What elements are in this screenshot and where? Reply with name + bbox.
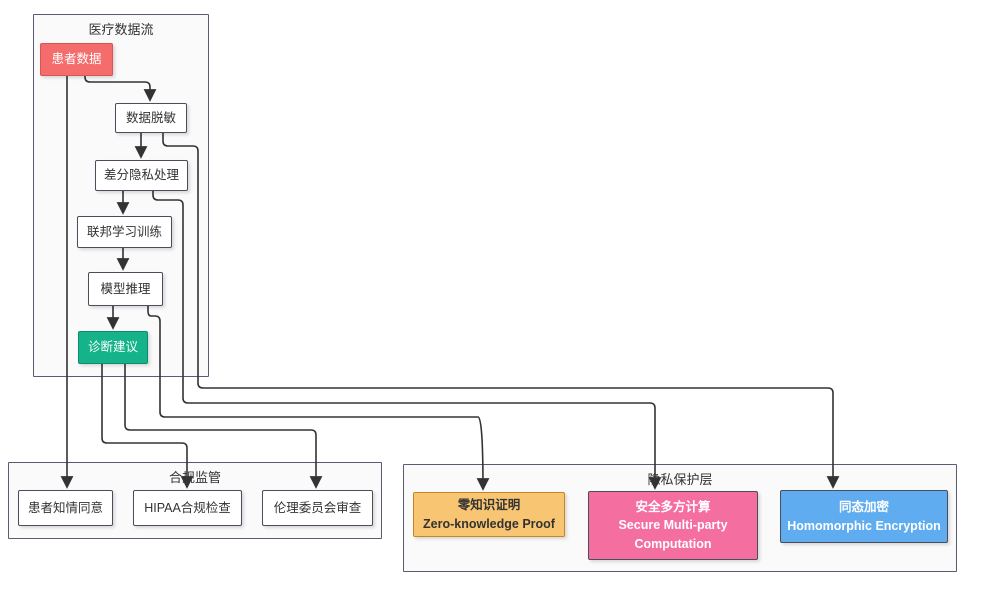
node-differential-privacy-label: 差分隐私处理 — [103, 168, 179, 183]
node-model-inference-label: 模型推理 — [100, 281, 151, 296]
node-zero-knowledge-proof: 零知识证明 Zero-knowledge Proof — [413, 492, 565, 537]
node-informed-consent: 患者知情同意 — [18, 490, 113, 526]
node-federated-learning-label: 联邦学习训练 — [86, 224, 162, 239]
node-federated-learning: 联邦学习训练 — [77, 216, 172, 248]
node-smpc-label-en: Secure Multi-party Computation — [618, 518, 728, 551]
container-title-compliance: 合规监管 — [168, 470, 221, 485]
node-he-label-en: Homomorphic Encryption — [787, 518, 941, 533]
node-diagnosis: 诊断建议 — [78, 331, 148, 364]
node-patient-data: 患者数据 — [40, 43, 113, 76]
node-diagnosis-label: 诊断建议 — [87, 340, 138, 355]
node-ethics-review: 伦理委员会审查 — [262, 490, 373, 526]
node-hipaa-check-label: HIPAA合规检查 — [144, 500, 231, 515]
node-data-masking: 数据脱敏 — [115, 103, 187, 133]
container-title-privacy-layer: 隐私保护层 — [647, 472, 713, 487]
node-ethics-review-label: 伦理委员会审查 — [273, 500, 362, 515]
node-zkp-label-en: Zero-knowledge Proof — [423, 516, 555, 531]
node-hipaa-check: HIPAA合规检查 — [133, 490, 242, 526]
edge-data-masking-to-homomorphic-encryption — [162, 133, 840, 489]
edge-differential-privacy-to-smpc — [152, 191, 662, 490]
node-differential-privacy: 差分隐私处理 — [95, 160, 188, 191]
node-smpc-label-zh: 安全多方计算 — [635, 500, 711, 515]
node-he-label-zh: 同态加密 — [838, 500, 889, 515]
container-title-medical-data-flow: 医疗数据流 — [88, 22, 154, 37]
node-patient-data-label: 患者数据 — [51, 52, 102, 67]
node-data-masking-label: 数据脱敏 — [125, 110, 176, 125]
node-zkp-label-zh: 零知识证明 — [457, 498, 521, 513]
node-model-inference: 模型推理 — [88, 272, 163, 306]
node-secure-multiparty-computation: 安全多方计算 Secure Multi-party Computation — [588, 491, 758, 560]
node-informed-consent-label: 患者知情同意 — [27, 500, 103, 515]
node-homomorphic-encryption: 同态加密 Homomorphic Encryption — [780, 490, 948, 543]
